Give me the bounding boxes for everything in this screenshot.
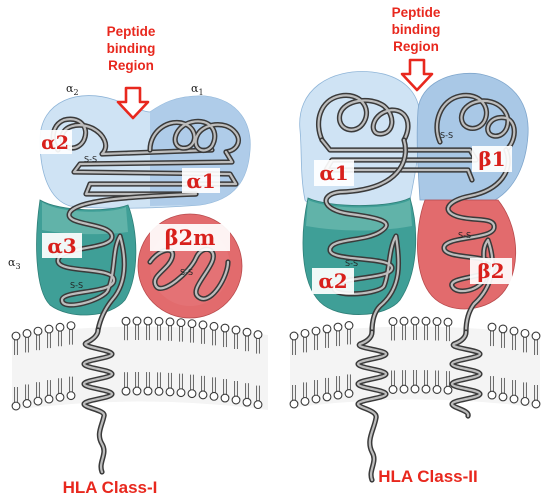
svg-text:β2m: β2m <box>165 225 216 250</box>
class2-disulfide-b2: S-S <box>458 231 471 240</box>
class1-small-label-alpha2: α2 <box>66 82 79 97</box>
class2-label-beta1: β1 <box>472 146 512 172</box>
class2-transmembrane-helices <box>355 329 483 483</box>
svg-text:α2: α2 <box>318 269 347 293</box>
class1-small-label-alpha1: α1 <box>191 82 204 97</box>
class1-peptide-label-line2: binding <box>107 41 156 56</box>
svg-text:α3: α3 <box>47 234 76 258</box>
class1-small-label-alpha3: α3 <box>8 256 21 271</box>
class2-peptide-arrow <box>400 58 434 92</box>
class1-transmembrane-helix <box>81 327 115 475</box>
svg-text:α1: α1 <box>186 169 215 193</box>
membrane-class2 <box>289 316 541 409</box>
class1-disulfide-a3: S-S <box>70 281 83 290</box>
svg-text:α2: α2 <box>41 132 69 154</box>
class1-peptide-arrow <box>116 86 150 120</box>
class2-title: HLA Class-II <box>378 467 478 486</box>
svg-text:β2: β2 <box>477 259 504 283</box>
class1-disulfide-b2m: S-S <box>180 268 193 277</box>
svg-text:α1: α1 <box>319 161 348 185</box>
class1-disulfide-a2: S-S <box>84 155 97 164</box>
class2-peptide-label-line1: Peptide <box>392 5 441 20</box>
membrane-class1 <box>11 316 268 411</box>
class1-peptide-label-line1: Peptide <box>107 24 156 39</box>
class2-label-beta2: β2 <box>470 258 512 284</box>
class2-label-alpha1: α1 <box>314 160 354 186</box>
class2-disulfide-a2: S-S <box>345 259 358 268</box>
class1-label-alpha3: α3 <box>42 233 82 258</box>
class1-title: HLA Class-I <box>63 478 158 497</box>
class2-peptide-label-line3: Region <box>393 39 439 54</box>
class1-label-alpha2: α2 <box>38 130 72 154</box>
class2-disulfide-b1: S-S <box>440 131 453 140</box>
class2-label-alpha2: α2 <box>312 268 354 294</box>
class1-label-b2m: β2m <box>150 224 230 251</box>
svg-text:β1: β1 <box>478 147 505 171</box>
class1-label-alpha1: α1 <box>182 168 220 193</box>
class2-peptide-label-line2: binding <box>392 22 441 37</box>
class1-peptide-label-line3: Region <box>108 58 154 73</box>
